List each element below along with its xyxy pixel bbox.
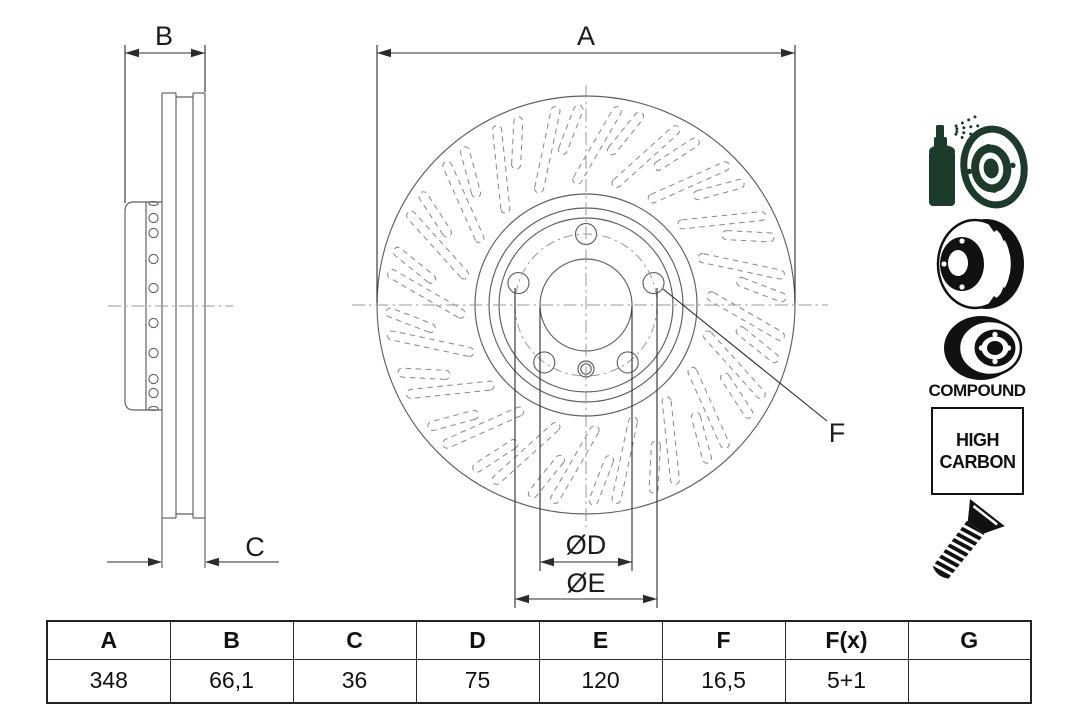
header-e: E [538, 620, 663, 660]
header-g: G [907, 620, 1032, 660]
header-b: B [169, 620, 294, 660]
dim-label-e: ØE [566, 568, 605, 598]
value-d: 75 [415, 658, 540, 704]
vented-disc-icon [936, 218, 1024, 310]
compound-label: COMPOUND [928, 381, 1026, 400]
header-a: A [46, 620, 171, 660]
dim-label-d: ØD [566, 530, 607, 560]
dim-label-c: C [245, 532, 265, 562]
header-fx: F(x) [784, 620, 909, 660]
dimension-table-header-row: A B C D E F F(x) G [46, 620, 1032, 660]
high-carbon-badge: HIGH CARBON [931, 407, 1024, 495]
header-d: D [415, 620, 540, 660]
screw-icon [932, 498, 1005, 579]
value-e: 120 [538, 658, 663, 704]
compound-disc-icon [944, 316, 1023, 380]
high-carbon-line1: HIGH [956, 429, 1000, 450]
value-f: 16,5 [661, 658, 786, 704]
dim-label-b: B [155, 21, 173, 51]
header-f: F [661, 620, 786, 660]
dimension-table-value-row: 348 66,1 36 75 120 16,5 5+1 [46, 658, 1032, 704]
dim-label-f: F [829, 418, 846, 448]
dimension-table: A B C D E F F(x) G 348 66,1 36 75 120 16… [46, 620, 1032, 704]
high-carbon-line2: CARBON [939, 452, 1017, 472]
value-g [907, 658, 1032, 704]
value-fx: 5+1 [784, 658, 909, 704]
value-a: 348 [46, 658, 171, 704]
dim-label-a: A [577, 21, 595, 51]
spray-coated-disc-icon [929, 115, 1028, 209]
header-c: C [292, 620, 417, 660]
value-c: 36 [292, 658, 417, 704]
value-b: 66,1 [169, 658, 294, 704]
